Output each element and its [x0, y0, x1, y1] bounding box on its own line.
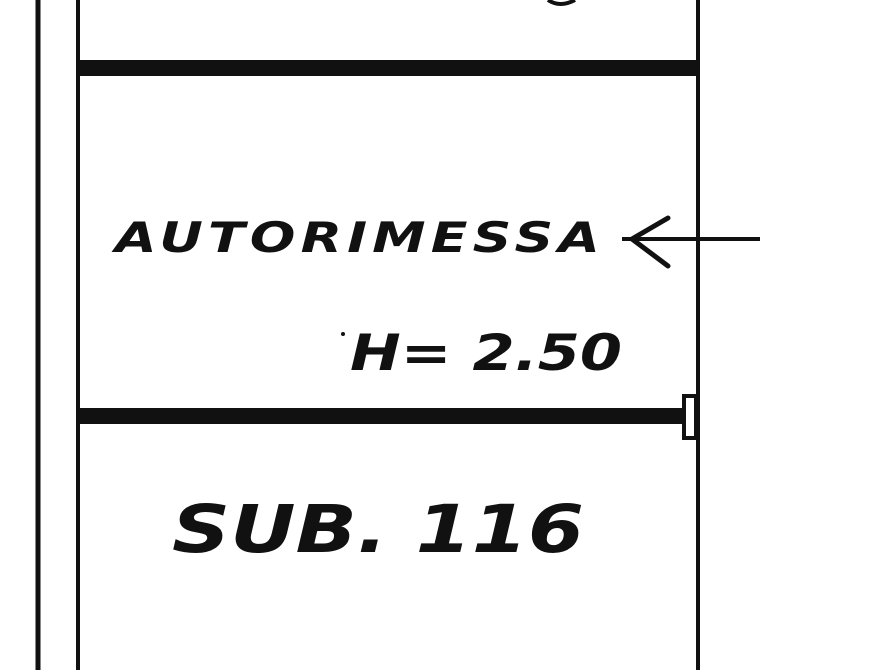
height-label: H= 2.50	[350, 324, 622, 382]
jamb-mark	[682, 394, 698, 440]
sub-label: SUB. 116	[172, 491, 584, 568]
ink-dot	[341, 332, 345, 336]
upper-text-fragment	[546, 0, 576, 6]
lower-partition-wall	[78, 408, 690, 424]
pointer-arrow-icon	[622, 215, 760, 269]
room-label: AUTORIMESSA	[111, 213, 605, 262]
upper-partition-wall	[78, 60, 698, 76]
